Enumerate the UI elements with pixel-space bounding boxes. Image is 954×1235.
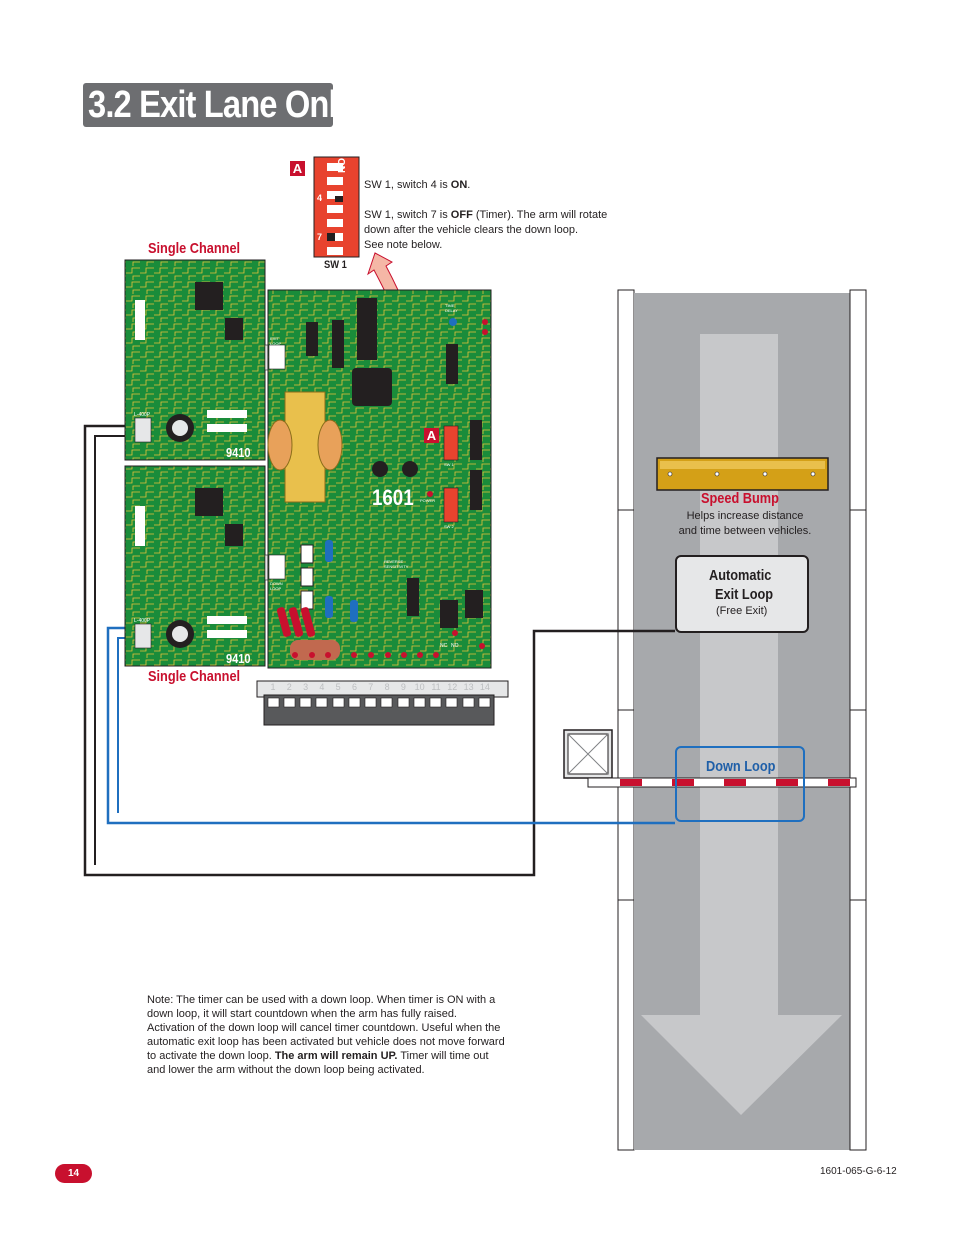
board-sw2-label: SW 2 [444, 524, 454, 529]
marker-a-dip: A [290, 161, 305, 176]
callout-line2: SW 1, switch 7 is OFF (Timer). The arm w… [364, 209, 608, 221]
terminal-number: 5 [335, 682, 341, 692]
single-channel-label-bottom: Single Channel [148, 668, 241, 685]
terminal-number: 2 [286, 682, 292, 692]
exit-loop-line2: Exit Loop [715, 586, 774, 603]
controller-model: 1601 [372, 485, 414, 510]
terminal-number: 1 [270, 682, 276, 692]
document-code: 1601-065-G-6-12 [820, 1166, 897, 1177]
exit-loop-sub: (Free Exit) [716, 605, 768, 617]
exit-loop-header-label: EXIT LOOP [270, 336, 282, 346]
dip-on-label: ON [335, 158, 346, 173]
terminal-number: 8 [384, 682, 390, 692]
speed-bump-description: Helps increase distance and time between… [678, 509, 812, 539]
terminal-number: 11 [431, 682, 441, 692]
title-banner [83, 83, 333, 127]
nc-label: NC [440, 643, 448, 649]
terminal-number: 10 [414, 682, 425, 692]
down-loop: Down Loop [675, 746, 805, 822]
detector-model-bottom: 9410 [226, 651, 251, 666]
terminal-number: 3 [303, 682, 309, 692]
automatic-exit-loop: Automatic Exit Loop (Free Exit) [675, 555, 809, 633]
detector-loop-label-top: L-400P [134, 412, 151, 418]
dip-sw1-label: SW 1 [324, 259, 347, 271]
speed-bump [656, 457, 829, 491]
terminal-number: 6 [351, 682, 357, 692]
exit-direction-arrow [641, 334, 842, 1115]
speed-bump-line2: and time between vehicles. [678, 525, 812, 537]
terminal-number: 13 [463, 682, 474, 692]
callout-line4: See note below. [364, 239, 443, 251]
terminal-number: 7 [368, 682, 374, 692]
callout-text: SW 1, switch 4 is ON. SW 1, switch 7 is … [364, 178, 614, 253]
terminal-number: 14 [479, 682, 490, 692]
detector-board-bottom [124, 465, 286, 667]
page-title: 3.2 Exit Lane Only [88, 84, 355, 126]
terminal-number: 9 [400, 682, 406, 692]
controller-board [256, 289, 509, 726]
dip-switch-sw1 [313, 156, 360, 258]
no-label: NO [451, 643, 459, 649]
reverse-sensitivity-label: REVERSE SENSITIVITY [384, 559, 409, 569]
callout-line1: SW 1, switch 4 is ON. [364, 179, 471, 191]
speed-bump-line1: Helps increase distance [686, 510, 804, 522]
down-loop-label: Down Loop [706, 758, 776, 775]
board-sw1-label: SW 1 [444, 462, 454, 467]
callout-line3: down after the vehicle clears the down l… [364, 224, 579, 236]
detector-board-top [124, 259, 286, 461]
terminal-number: 12 [447, 682, 458, 692]
dip-num-4: 4 [317, 193, 323, 203]
page-number: 14 [55, 1164, 92, 1183]
barrier-gate [563, 729, 857, 788]
detector-loop-label-bottom: L-400P [134, 618, 151, 624]
terminal-number: 4 [319, 682, 325, 692]
single-channel-label-top: Single Channel [148, 240, 241, 257]
dip-num-7: 7 [317, 232, 323, 242]
speed-bump-title: Speed Bump [701, 490, 779, 507]
detector-model-top: 9410 [226, 445, 251, 460]
marker-a-board: A [424, 428, 439, 443]
exit-loop-line1: Automatic [709, 567, 772, 584]
time-delay-label: TIME DELAY [445, 303, 458, 313]
down-loop-header-label: DOWN LOOP [270, 581, 283, 591]
power-label: POWER [420, 498, 436, 503]
timer-note: Note: The timer can be used with a down … [147, 994, 505, 1076]
